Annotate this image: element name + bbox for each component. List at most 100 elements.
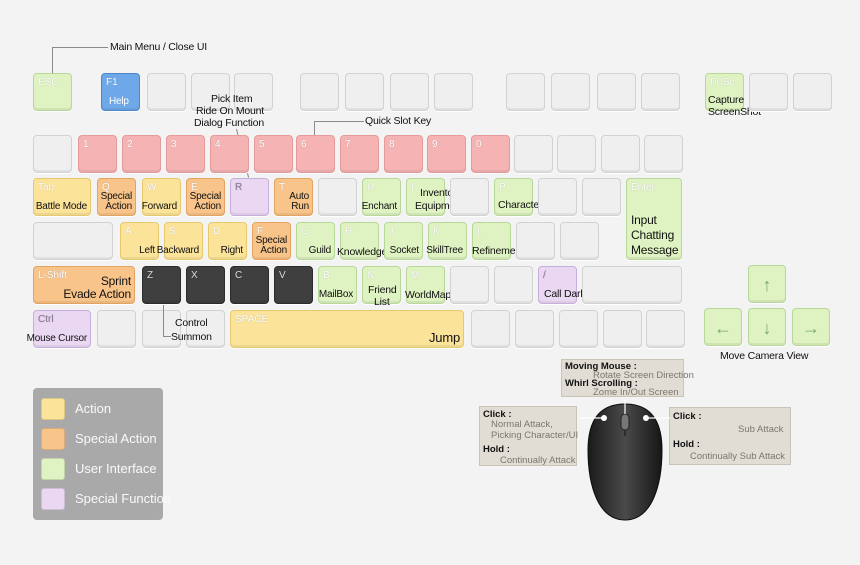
key-prtsc-function-2: ScreenShot bbox=[708, 106, 761, 118]
key-9-cap: 9 bbox=[432, 139, 438, 150]
key-enter-function-1: Input bbox=[631, 213, 657, 227]
key-space: SPACE Jump bbox=[230, 310, 464, 348]
arrow-right-icon: → bbox=[802, 318, 820, 338]
key-g: G Guild bbox=[296, 222, 335, 260]
key-a: A Left bbox=[120, 222, 159, 260]
key-h-function: Knowledge bbox=[337, 246, 388, 258]
key-q-function-1: Special bbox=[100, 191, 133, 202]
key-rshift bbox=[582, 266, 682, 304]
mouse-move-info: Moving Mouse : Rotate Screen Direction W… bbox=[561, 359, 694, 398]
key-m-function: WorldMap bbox=[405, 289, 452, 301]
key-a-cap: A bbox=[125, 226, 132, 237]
key-extra bbox=[646, 310, 685, 348]
key-ctrl: Ctrl Mouse Cursor bbox=[27, 310, 91, 348]
left-click-label: Click : bbox=[483, 409, 512, 420]
key-fn bbox=[515, 310, 554, 348]
legend: Action Special Action User Interface Spe… bbox=[33, 388, 171, 520]
key-r-cap: R bbox=[235, 182, 243, 193]
callout-line-quick-slot-h bbox=[314, 121, 364, 122]
key-k: K SkillTree bbox=[426, 222, 467, 260]
key-j-cap: J bbox=[389, 226, 394, 237]
key-f5 bbox=[300, 73, 339, 111]
arrow-up-icon: ↑ bbox=[762, 275, 772, 295]
mouse-icon bbox=[580, 400, 670, 521]
callout-control-summon-2: Summon bbox=[171, 331, 212, 343]
key-1-cap: 1 bbox=[83, 139, 89, 150]
key-d: D Right bbox=[208, 222, 247, 260]
key-f-cap: F bbox=[257, 226, 264, 237]
key-lshift-cap: L-Shift bbox=[38, 270, 67, 281]
key-c: C bbox=[230, 266, 269, 304]
key-a-function: Left bbox=[139, 245, 155, 256]
callout-control-summon-1: Control bbox=[175, 317, 208, 329]
key-f2 bbox=[147, 73, 186, 111]
key-s-function: Backward bbox=[156, 245, 200, 256]
key-v: V bbox=[274, 266, 313, 304]
key-m: M bbox=[406, 266, 445, 304]
callout-main-menu: Main Menu / Close UI bbox=[110, 41, 207, 53]
key-h-cap: H bbox=[345, 226, 353, 237]
key-j-function: Socket bbox=[389, 245, 420, 256]
key-ctrl-cap: Ctrl bbox=[38, 314, 54, 325]
key-j: J Socket bbox=[384, 222, 423, 260]
key-b-function: MailBox bbox=[318, 289, 353, 300]
key-q-function-2: Action bbox=[105, 201, 132, 212]
key-s: S Backward bbox=[157, 222, 203, 260]
left-click-desc-1: Normal Attack, bbox=[491, 419, 553, 430]
key-equals bbox=[557, 135, 596, 173]
key-n-function-2: List bbox=[374, 296, 390, 308]
key-3: 3 bbox=[166, 135, 205, 173]
key-alt bbox=[142, 310, 181, 348]
key-g-function: Guild bbox=[308, 245, 332, 256]
callout-line-summon-h bbox=[163, 336, 171, 337]
key-t-function-1: Auto bbox=[289, 191, 309, 202]
key-z: Z bbox=[142, 266, 181, 304]
key-backspace bbox=[644, 135, 683, 173]
key-enter-cap: Enter bbox=[631, 182, 655, 193]
key-prtsc-function-1: Capture bbox=[708, 94, 744, 106]
key-9: 9 bbox=[427, 135, 466, 173]
key-period bbox=[494, 266, 533, 304]
key-ctrl-function: Mouse Cursor bbox=[26, 333, 88, 344]
legend-label: Special Action bbox=[75, 431, 157, 446]
key-7-cap: 7 bbox=[345, 139, 351, 150]
legend-item-action: Action bbox=[41, 398, 157, 420]
key-d-function: Right bbox=[220, 245, 244, 256]
key-u-function: Enchant bbox=[361, 201, 397, 212]
key-prtsc: PrtSc bbox=[705, 73, 744, 111]
mouse-right-info: Click : Sub Attack Hold : Continually Su… bbox=[669, 407, 791, 465]
key-e-function-1: Special bbox=[189, 191, 222, 202]
arrow-left-icon: ← bbox=[714, 318, 732, 338]
key-q-cap: Q bbox=[102, 182, 110, 193]
key-esc-cap: ESC bbox=[38, 77, 59, 88]
key-comma bbox=[450, 266, 489, 304]
key-5-cap: 5 bbox=[259, 139, 265, 150]
key-q: Q Special Action bbox=[97, 178, 136, 216]
key-semicolon bbox=[516, 222, 555, 260]
mouse-move-label: Moving Mouse : bbox=[565, 361, 637, 372]
key-pause bbox=[793, 73, 832, 111]
key-minus bbox=[514, 135, 553, 173]
key-t-cap: T bbox=[279, 182, 286, 193]
key-0: 0 bbox=[471, 135, 510, 173]
legend-swatch bbox=[41, 458, 65, 480]
key-b: B MailBox bbox=[318, 266, 357, 304]
key-o bbox=[450, 178, 489, 216]
key-f-function-1: Special bbox=[255, 235, 288, 246]
callout-quick-slot: Quick Slot Key bbox=[365, 115, 432, 127]
key-slash: / bbox=[538, 266, 577, 304]
right-hold-desc: Continually Sub Attack bbox=[690, 451, 786, 462]
key-r: R bbox=[230, 178, 269, 216]
legend-swatch bbox=[41, 488, 65, 510]
key-3-cap: 3 bbox=[171, 139, 177, 150]
key-win bbox=[97, 310, 136, 348]
key-f12 bbox=[641, 73, 680, 111]
key-w-function: Forward bbox=[141, 201, 177, 212]
key-tab-function: Battle Mode bbox=[35, 201, 87, 212]
key-n: N bbox=[362, 266, 401, 304]
key-arrow-up: ↑ bbox=[748, 265, 786, 303]
key-w-cap: W bbox=[147, 182, 157, 193]
key-menu bbox=[559, 310, 598, 348]
key-n-cap: N bbox=[367, 270, 375, 281]
legend-item-special-function: Special Function bbox=[41, 488, 171, 510]
